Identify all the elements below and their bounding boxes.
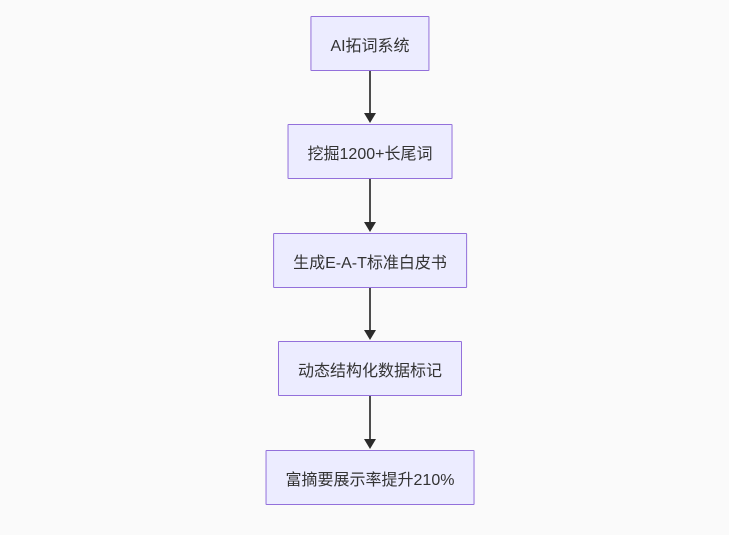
arrow-head-icon [364, 222, 376, 232]
flowchart-node-rich-snippet-result: 富摘要展示率提升210% [265, 450, 475, 505]
flowchart-node-structured-data: 动态结构化数据标记 [277, 341, 463, 396]
node-label: 生成E-A-T标准白皮书 [293, 254, 447, 272]
node-label: 富摘要展示率提升210% [285, 471, 455, 489]
arrow-shaft [369, 179, 371, 223]
flowchart-node-ai-system: AI拓词系统 [310, 16, 430, 71]
node-label: AI拓词系统 [330, 37, 410, 55]
flowchart-node-eat-whitepaper: 生成E-A-T标准白皮书 [273, 233, 467, 288]
arrow-head-icon [364, 439, 376, 449]
arrow-head-icon [364, 330, 376, 340]
arrow-head-icon [364, 113, 376, 123]
node-label: 挖掘1200+长尾词 [307, 145, 433, 163]
node-label: 动态结构化数据标记 [297, 362, 443, 380]
flowchart-node-longtail-words: 挖掘1200+长尾词 [287, 124, 453, 179]
arrow-shaft [369, 71, 371, 114]
arrow-shaft [369, 288, 371, 331]
arrow-shaft [369, 396, 371, 440]
